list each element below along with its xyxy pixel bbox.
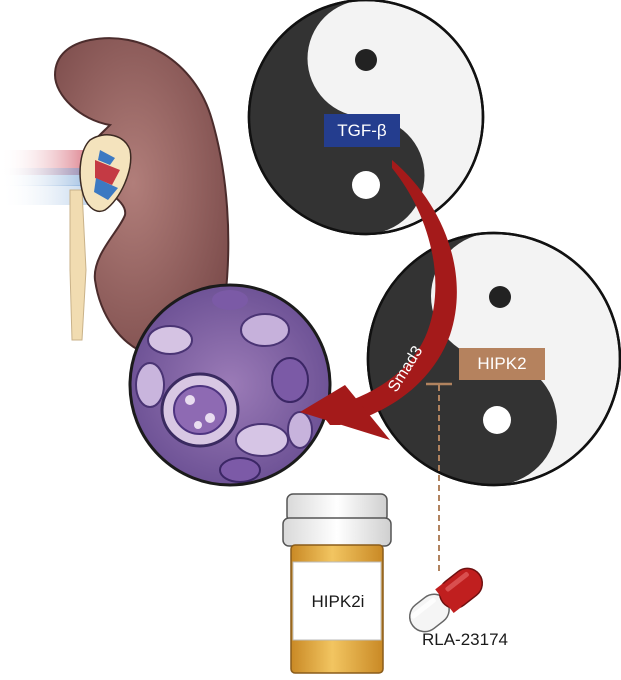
yin-yang-icon-tgf [247,0,485,236]
pill-bottle-icon [282,493,392,674]
kidney-illustration [0,37,230,362]
hipk2-label: HIPK2 [459,348,545,380]
capsule-icon [408,567,484,633]
bottle-label: HIPK2i [311,592,365,611]
smad3-arrow [300,160,457,440]
tgf-beta-label: TGF-β [324,114,400,147]
inhibition-line [426,382,452,575]
histology-image [128,283,332,487]
drug-label: RLA-23174 [421,630,508,649]
